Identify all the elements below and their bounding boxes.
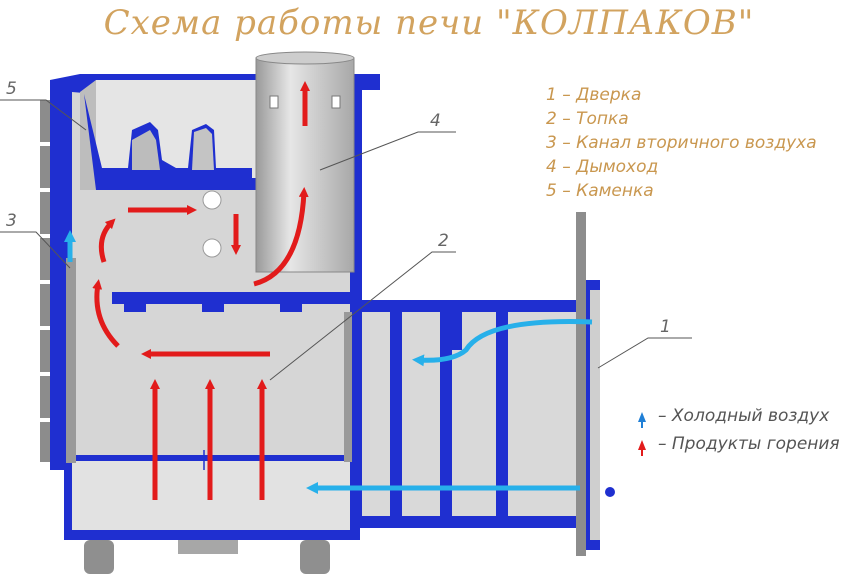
- cold-air-icon: [638, 412, 646, 428]
- diagram-title: Схема работы печи "КОЛПАКОВ": [104, 3, 755, 43]
- legend-item-1: 1 – Дверка: [546, 85, 641, 105]
- callout-3: 3: [6, 211, 17, 231]
- flow-legend: – Холодный воздух – Продукты горения: [638, 406, 840, 456]
- callout-lines: [0, 99, 692, 381]
- legend-item-2: 2 – Топка: [546, 109, 629, 129]
- hot-gas-icon: [638, 440, 646, 456]
- legend: 1 – Дверка 2 – Топка 3 – Канал вторичног…: [546, 85, 817, 201]
- legend-item-5: 5 – Каменка: [546, 181, 654, 201]
- flow-legend-cold: – Холодный воздух: [658, 406, 830, 426]
- callout-2: 2: [438, 231, 449, 251]
- hot-gas-arrows: [92, 81, 310, 500]
- flow-legend-hot: – Продукты горения: [658, 434, 840, 454]
- side-fins: [40, 100, 50, 462]
- callout-5: 5: [6, 79, 17, 99]
- legend-item-3: 3 – Канал вторичного воздуха: [546, 133, 817, 153]
- cold-air-arrows: [64, 230, 593, 494]
- legend-item-4: 4 – Дымоход: [546, 157, 658, 177]
- callout-4: 4: [430, 111, 441, 131]
- callout-1: 1: [660, 317, 671, 337]
